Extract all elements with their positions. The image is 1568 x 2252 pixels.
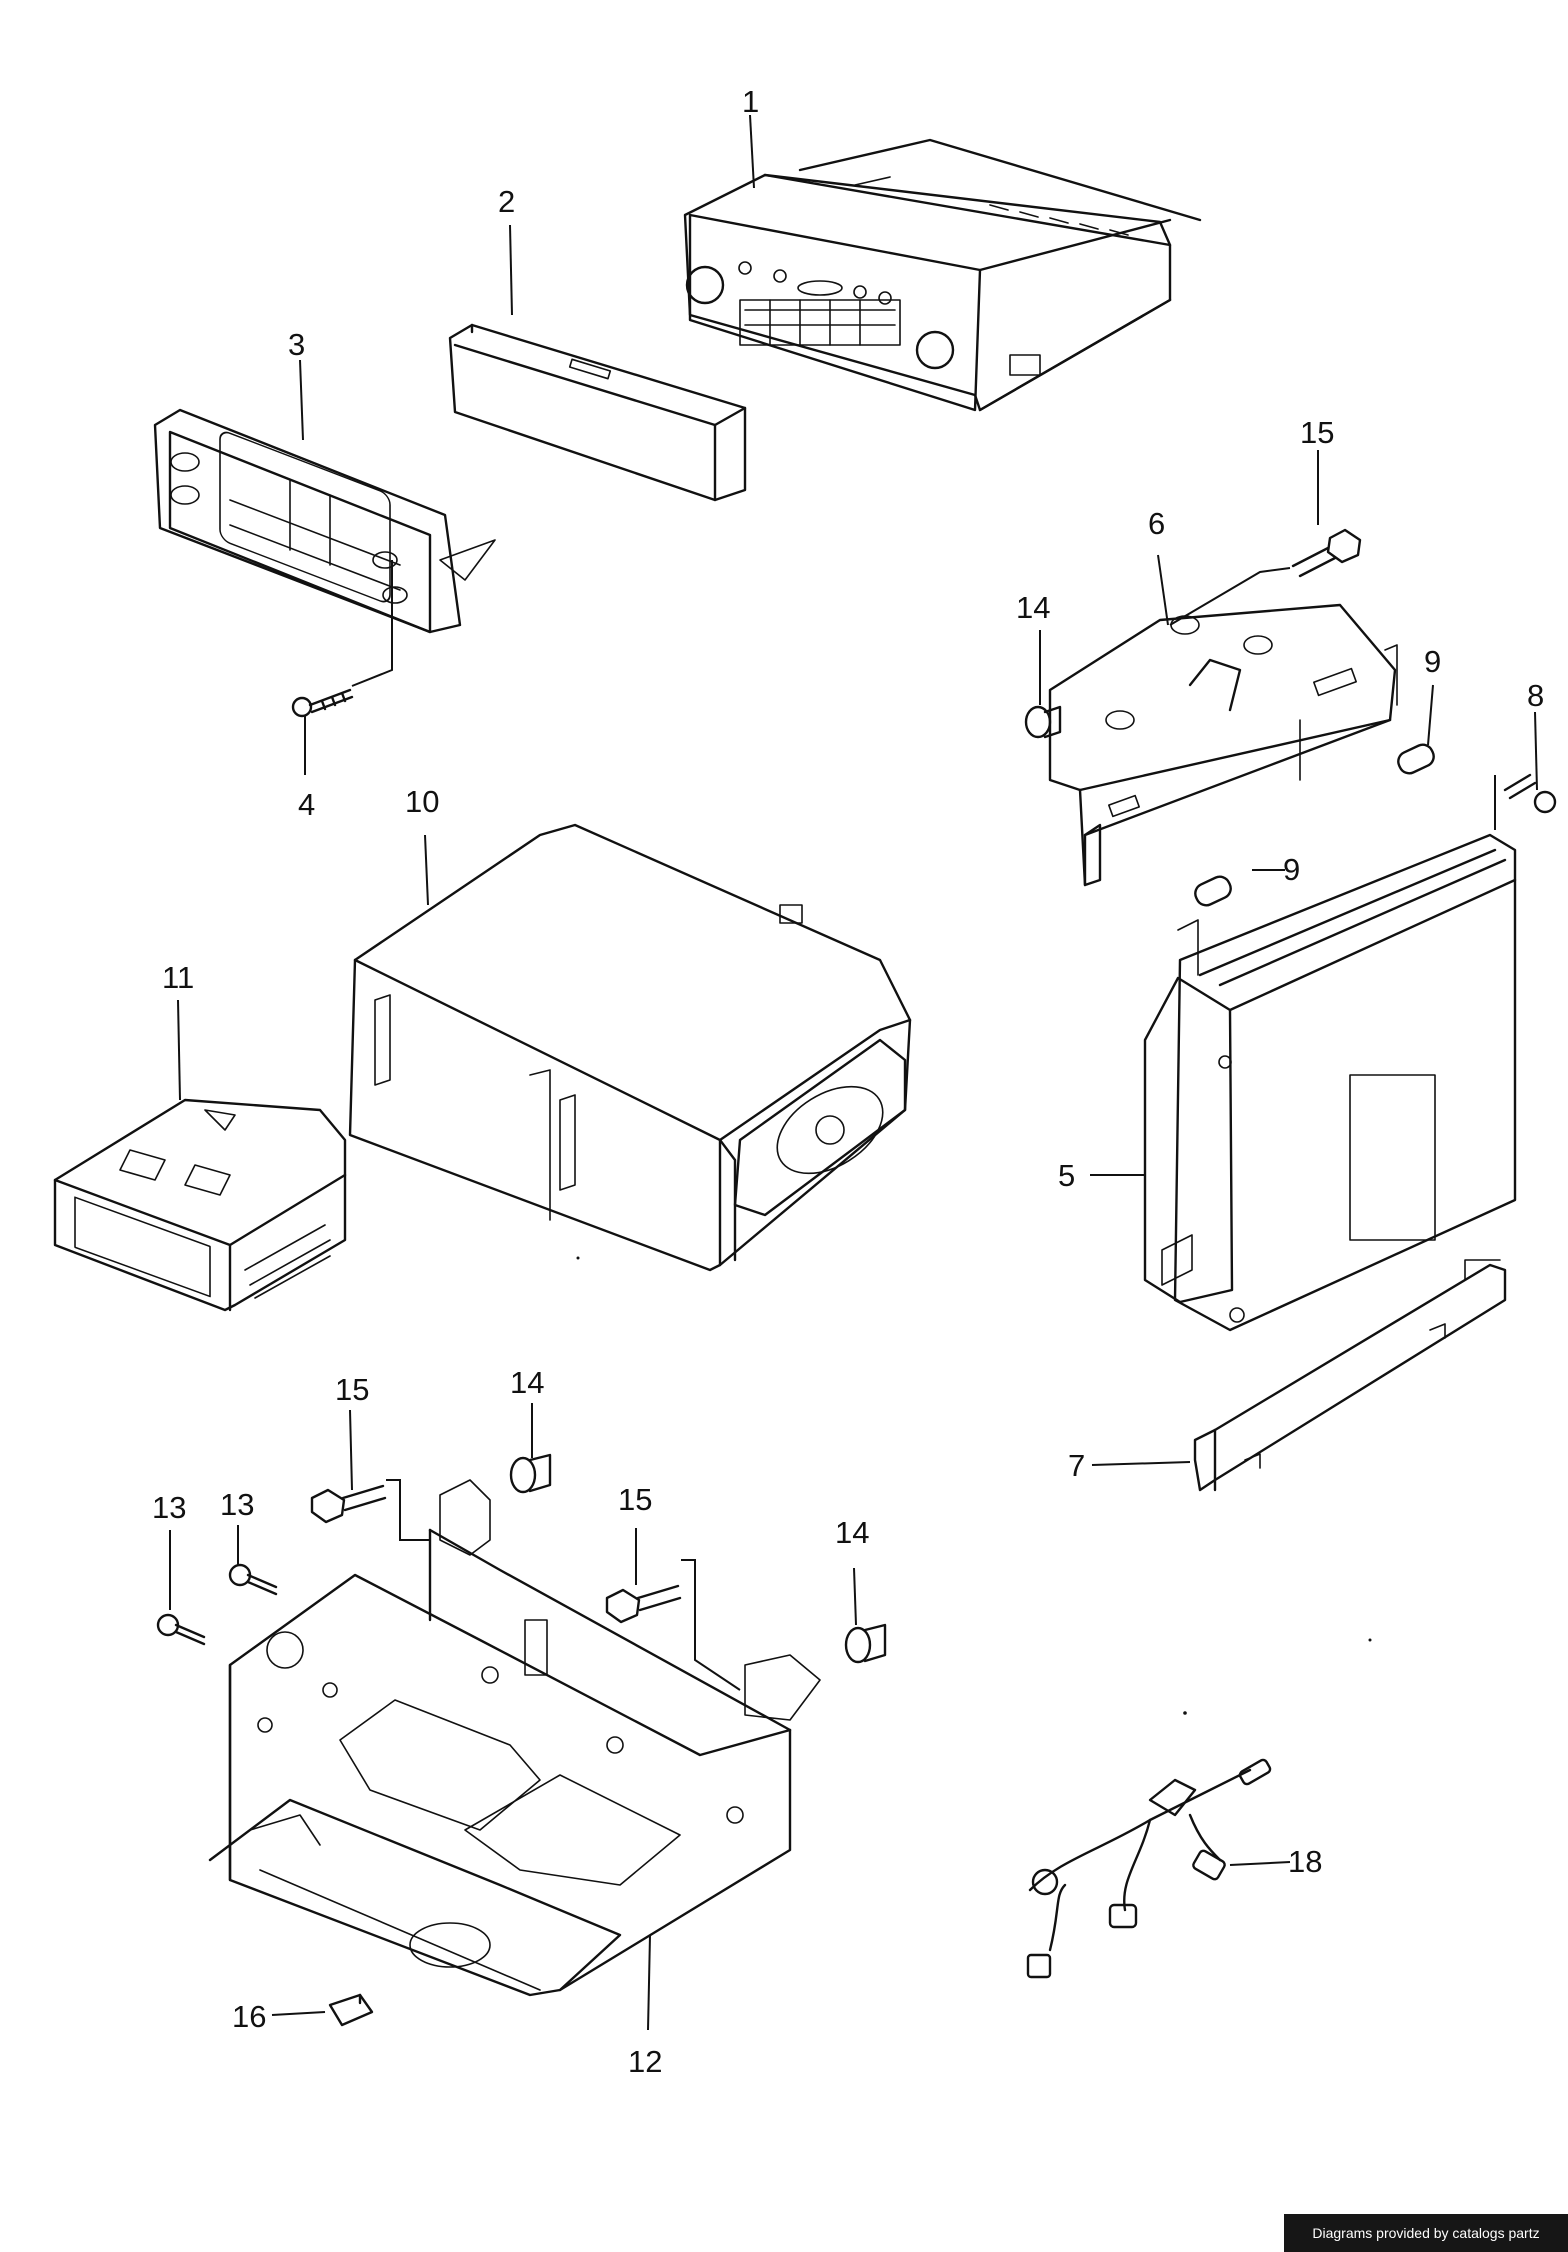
callout-9-lower: 9	[1283, 852, 1300, 887]
callout-15-left: 15	[335, 1372, 369, 1407]
bolt-15-left	[310, 1484, 387, 1524]
screw-8	[1503, 773, 1557, 814]
screw-13-left	[156, 1613, 206, 1646]
callout-4: 4	[298, 787, 315, 822]
callout-numbers: 1 2 3 4 10 11 5 6 7 8 9 9 14 15 15 14 13…	[152, 84, 1544, 2079]
bushing-14-upper	[1024, 705, 1062, 739]
wiring-harness	[1026, 1758, 1272, 1979]
callout-13-right: 13	[220, 1487, 254, 1522]
callout-3: 3	[288, 327, 305, 362]
leader-lines	[169, 114, 1538, 2031]
callout-11: 11	[162, 960, 194, 995]
callout-9-upper: 9	[1424, 644, 1441, 679]
support-rail	[1193, 1259, 1507, 1492]
upper-bracket	[1048, 603, 1398, 887]
callout-15-middle: 15	[618, 1482, 652, 1517]
callout-5: 5	[1058, 1158, 1075, 1193]
callout-12: 12	[628, 2044, 662, 2079]
clip-16	[328, 1993, 374, 2027]
bolt-15-middle	[605, 1584, 682, 1624]
cd-changer	[348, 823, 912, 1272]
callout-7: 7	[1068, 1448, 1085, 1483]
callout-10: 10	[405, 784, 439, 819]
callout-15-upper: 15	[1300, 415, 1334, 450]
callout-2: 2	[498, 184, 515, 219]
callout-14-upper: 14	[1016, 590, 1050, 625]
callout-8: 8	[1527, 678, 1544, 713]
screw-4	[291, 688, 354, 718]
scan-specks	[576, 1256, 1372, 1715]
spacer-9-upper	[1397, 743, 1435, 775]
faceplate-case	[448, 323, 747, 502]
callout-14-lower: 14	[835, 1515, 869, 1550]
callout-16: 16	[232, 1999, 266, 2034]
callout-1: 1	[742, 84, 759, 119]
bolt-15-upper	[1291, 528, 1362, 578]
bushing-14-lower	[844, 1623, 887, 1664]
cd-magazine	[53, 1098, 347, 1312]
trim-bezel	[153, 408, 496, 634]
diagram-credit-banner: Diagrams provided by catalogs partz	[1284, 2214, 1568, 2252]
callout-13-left: 13	[152, 1490, 186, 1525]
radio-head-unit	[683, 138, 1202, 412]
spacer-9-lower	[1194, 875, 1232, 907]
callout-6: 6	[1148, 506, 1165, 541]
callout-18: 18	[1288, 1844, 1322, 1879]
lower-tray-bracket	[208, 1479, 821, 1997]
callout-14-middle: 14	[510, 1365, 544, 1400]
screw-13-right	[228, 1563, 278, 1596]
bushing-14-middle	[509, 1453, 552, 1494]
amplifier-module	[1143, 833, 1517, 1332]
